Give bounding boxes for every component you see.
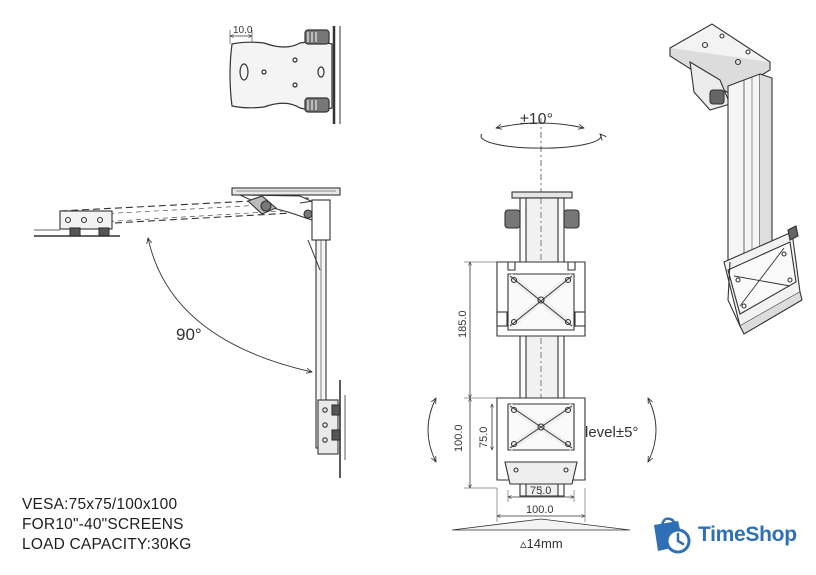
height-185-label: 185.0 xyxy=(457,310,469,338)
tilt-angle-label: 90° xyxy=(176,325,202,344)
height-75-label: 75.0 xyxy=(478,427,490,448)
spec-screens: FOR10"-40"SCREENS xyxy=(22,516,184,533)
side-view-drawing xyxy=(34,187,346,478)
specs-block: VESA:75x75/100x100 FOR10"-40"SCREENS LOA… xyxy=(22,495,192,555)
front-view-drawing xyxy=(427,118,657,531)
height-100-label: 100.0 xyxy=(453,424,465,452)
level-label: level±5° xyxy=(585,424,638,441)
perspective-view-drawing xyxy=(668,23,803,335)
timeshop-logo: TimeShop xyxy=(648,515,797,555)
spec-vesa: VESA:75x75/100x100 xyxy=(22,496,178,513)
swivel-label: ±10° xyxy=(520,111,553,128)
top-view-drawing xyxy=(229,26,341,124)
logo-text: TimeShop xyxy=(698,523,797,546)
bottom-width-label: ▵14mm xyxy=(520,536,563,551)
width-100-label: 100.0 xyxy=(526,504,554,516)
shopping-bag-clock-icon xyxy=(654,517,691,554)
spec-load: LOAD CAPACITY:30KG xyxy=(22,536,192,553)
top-width-label: 10.0 xyxy=(233,25,253,36)
width-75-label: 75.0 xyxy=(530,485,551,497)
